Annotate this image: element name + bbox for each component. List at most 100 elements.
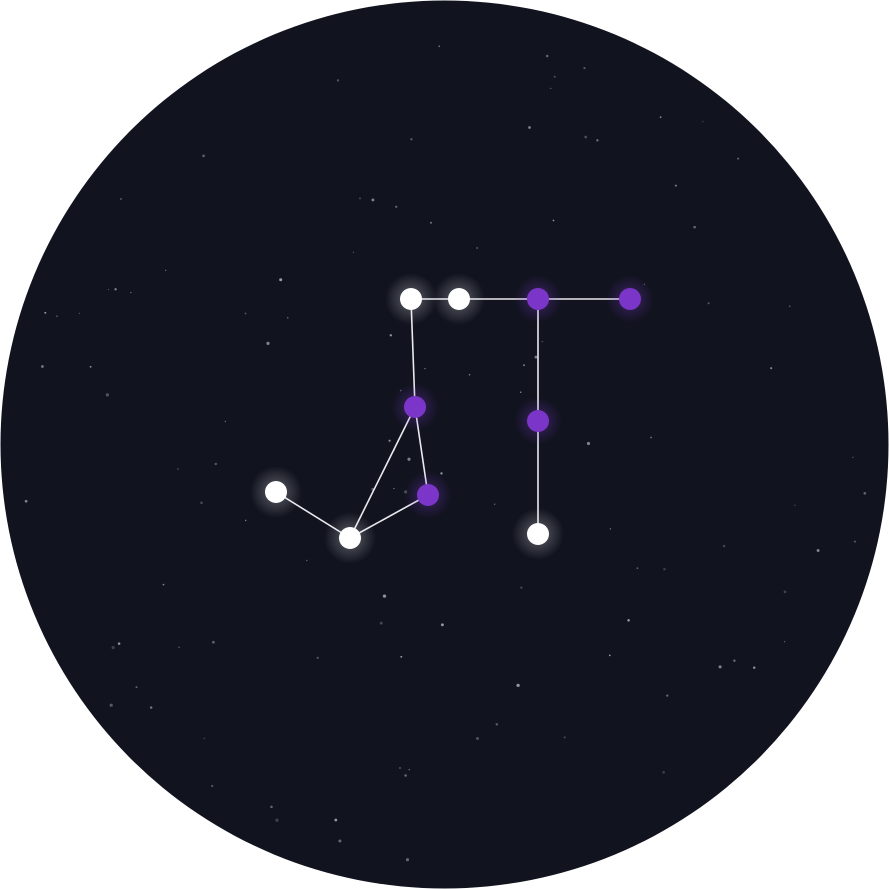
background-star bbox=[389, 334, 392, 337]
purple-star bbox=[619, 288, 641, 310]
background-star bbox=[440, 472, 443, 475]
background-star bbox=[528, 126, 531, 129]
purple-star bbox=[404, 396, 426, 418]
background-star bbox=[382, 594, 387, 598]
background-star bbox=[702, 120, 704, 123]
background-star bbox=[552, 219, 555, 222]
background-star bbox=[338, 839, 342, 843]
background-star bbox=[78, 312, 81, 315]
background-star bbox=[863, 491, 867, 495]
background-star bbox=[783, 641, 786, 643]
background-star bbox=[816, 549, 820, 552]
background-star bbox=[279, 278, 283, 282]
background-star bbox=[388, 439, 391, 442]
background-star bbox=[794, 504, 796, 506]
background-star bbox=[707, 302, 710, 305]
background-star bbox=[214, 462, 218, 466]
background-star bbox=[408, 768, 411, 771]
background-star bbox=[334, 818, 338, 822]
background-star bbox=[636, 567, 639, 570]
background-star bbox=[130, 291, 132, 294]
background-star bbox=[440, 623, 444, 627]
background-star bbox=[270, 805, 273, 809]
background-star bbox=[541, 340, 544, 343]
background-star bbox=[212, 640, 215, 644]
background-star bbox=[224, 420, 227, 423]
purple-star bbox=[417, 484, 439, 506]
background-star bbox=[424, 367, 426, 370]
background-star bbox=[650, 436, 652, 439]
background-star bbox=[783, 590, 787, 594]
background-star bbox=[853, 540, 856, 543]
background-star bbox=[666, 694, 669, 697]
background-star bbox=[523, 364, 525, 367]
background-star bbox=[534, 355, 538, 359]
background-star bbox=[596, 139, 599, 142]
background-star bbox=[352, 251, 355, 253]
background-star bbox=[553, 75, 556, 78]
background-star bbox=[135, 686, 138, 689]
background-star bbox=[119, 197, 122, 201]
background-star bbox=[520, 586, 523, 589]
background-star bbox=[200, 501, 203, 505]
background-star bbox=[165, 269, 167, 271]
background-star bbox=[114, 288, 117, 291]
background-star bbox=[693, 225, 696, 229]
background-star bbox=[608, 654, 611, 657]
background-star bbox=[438, 45, 441, 48]
background-star bbox=[358, 197, 362, 200]
background-star bbox=[788, 305, 791, 308]
background-star bbox=[395, 205, 398, 208]
background-star bbox=[476, 247, 479, 249]
background-star bbox=[336, 79, 340, 82]
background-star bbox=[516, 683, 520, 688]
background-star bbox=[107, 288, 110, 291]
background-star bbox=[752, 666, 756, 669]
background-star bbox=[202, 154, 205, 158]
background-star bbox=[627, 618, 630, 622]
background-star bbox=[379, 621, 383, 625]
background-star bbox=[563, 736, 566, 739]
background-star bbox=[584, 135, 588, 139]
background-star bbox=[733, 659, 736, 662]
background-star bbox=[493, 503, 496, 505]
background-star bbox=[852, 456, 854, 458]
background-star bbox=[41, 365, 44, 368]
background-star bbox=[44, 311, 47, 314]
background-star bbox=[306, 559, 308, 562]
background-star bbox=[393, 487, 395, 490]
background-star bbox=[176, 468, 179, 471]
background-star bbox=[550, 87, 552, 90]
background-star bbox=[244, 312, 247, 315]
background-star bbox=[404, 774, 407, 777]
background-star bbox=[468, 374, 471, 376]
background-star bbox=[371, 198, 375, 202]
background-star bbox=[583, 66, 586, 70]
white-star bbox=[527, 523, 549, 545]
background-star bbox=[162, 583, 165, 586]
background-star bbox=[244, 519, 247, 522]
background-star bbox=[520, 391, 522, 393]
background-star bbox=[545, 54, 549, 58]
background-star bbox=[316, 656, 319, 659]
background-star bbox=[609, 528, 612, 530]
background-star bbox=[663, 567, 666, 571]
background-star bbox=[495, 723, 499, 726]
background-star bbox=[56, 315, 58, 318]
background-star bbox=[674, 184, 677, 187]
white-star bbox=[339, 527, 361, 549]
background-star bbox=[475, 736, 480, 741]
white-star bbox=[265, 481, 287, 503]
background-star bbox=[398, 766, 402, 770]
background-star bbox=[286, 316, 289, 319]
background-star bbox=[24, 499, 28, 503]
background-star bbox=[718, 665, 722, 669]
background-star bbox=[405, 858, 410, 862]
background-star bbox=[105, 393, 110, 397]
background-star bbox=[586, 441, 591, 446]
white-star bbox=[448, 288, 470, 310]
background-star bbox=[111, 646, 115, 650]
